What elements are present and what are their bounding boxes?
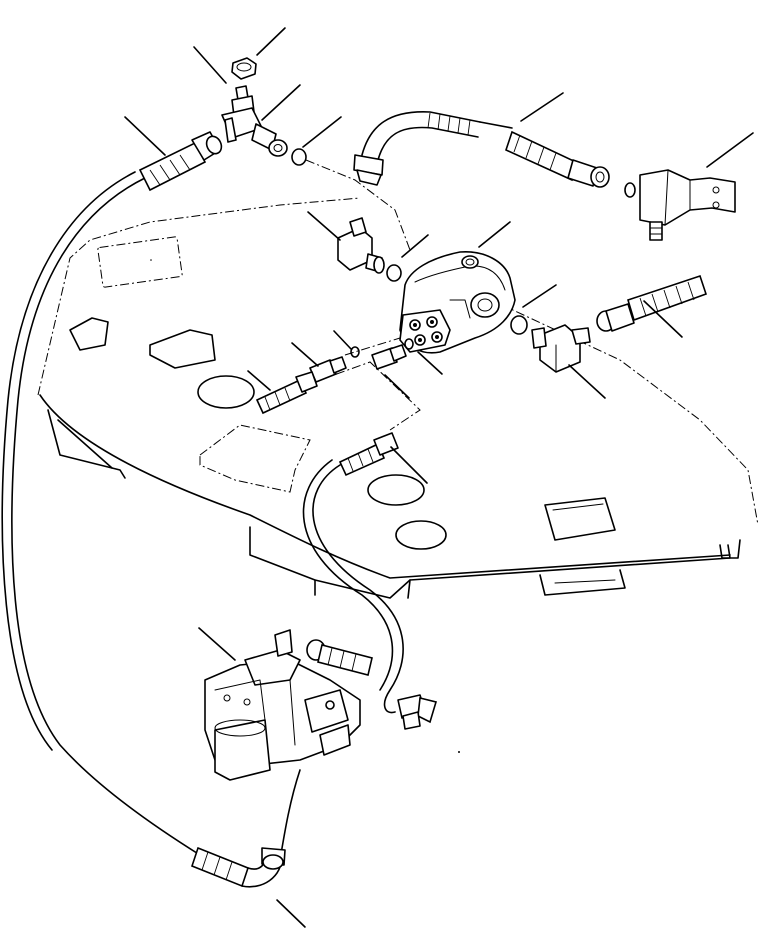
o-ring-small-1 [350, 346, 360, 358]
hose-end-right [596, 274, 708, 332]
long-hose-left-loop [1, 171, 201, 856]
long-hose-right-loop [302, 459, 404, 714]
hose-end-pump-top [306, 639, 373, 676]
elbow-fitting-pump-right [397, 694, 438, 730]
elbow-fitting-right [531, 324, 591, 373]
o-ring-top [291, 148, 307, 166]
hose-end-top-right [505, 130, 610, 188]
pump-return-line [279, 769, 301, 861]
nipple-fitting-1 [309, 356, 347, 383]
tee-to-valve-axis [305, 159, 411, 251]
o-ring-right [510, 315, 528, 335]
callout-leaders [124, 27, 754, 928]
nipple-fitting-2 [371, 344, 407, 370]
elbow-fitting-left [337, 217, 385, 274]
hex-nut [231, 57, 257, 80]
o-ring-left [386, 264, 402, 282]
hose-end-small-1 [255, 371, 318, 415]
steering-pump [204, 629, 361, 781]
specks [150, 259, 460, 753]
bracket-with-fitting [624, 169, 736, 241]
hose-end-top-left [138, 131, 223, 192]
hose-end-small-2 [338, 432, 399, 477]
hose-top-bent [353, 111, 481, 186]
hose-break [479, 121, 513, 129]
o-ring-small-2 [404, 338, 414, 350]
hose-end-bottom-elbow [191, 846, 286, 888]
tee-fitting [221, 85, 288, 157]
steering-valve [399, 251, 516, 354]
valve-port-axis [344, 337, 401, 356]
frame-platform [37, 197, 759, 599]
